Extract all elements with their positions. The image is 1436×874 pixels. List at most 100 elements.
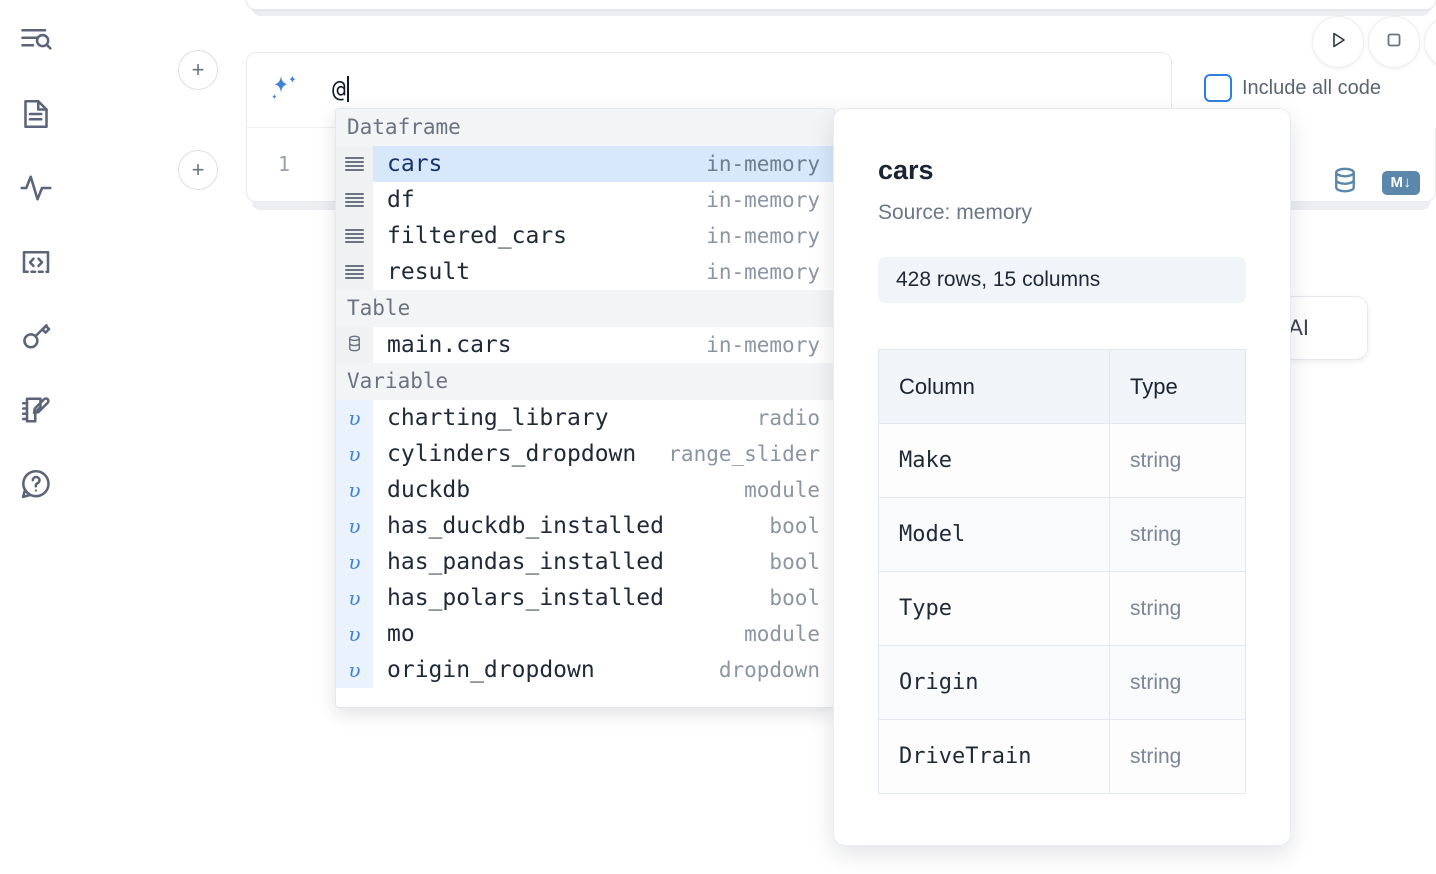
autocomplete-item-type: bool: [769, 514, 820, 538]
sidebar-item-explore[interactable]: [14, 18, 58, 62]
autocomplete-item-label: has_polars_installed: [387, 585, 664, 611]
sidebar-item-scratchpad[interactable]: [14, 388, 58, 432]
autocomplete-item-type: bool: [769, 550, 820, 574]
autocomplete-item-icon: υ: [336, 544, 373, 580]
variable-icon: υ: [348, 478, 361, 502]
sidebar-item-activity[interactable]: [14, 166, 58, 210]
doc-column-name: DriveTrain: [878, 719, 1110, 794]
doc-column-type: string: [1109, 571, 1246, 646]
help-chat-icon: [18, 466, 54, 502]
doc-table-header-row: Column Type: [878, 349, 1246, 424]
doc-column-name: Make: [878, 423, 1110, 498]
sidebar-item-notebook-file[interactable]: [14, 92, 58, 136]
autocomplete-item-label: result: [387, 259, 471, 285]
add-cell-button-top[interactable]: +: [178, 50, 218, 90]
database-icon[interactable]: [1330, 165, 1360, 200]
autocomplete-item-label: filtered_cars: [387, 223, 568, 249]
autocomplete-item-label: charting_library: [387, 405, 609, 431]
sidebar-item-secrets[interactable]: [14, 314, 58, 358]
autocomplete-item-type: in-memory: [706, 188, 820, 212]
doc-column-name: Origin: [878, 645, 1110, 720]
ai-prompt-value: @: [332, 77, 346, 103]
autocomplete-item[interactable]: filtered_cars in-memory: [336, 218, 834, 254]
autocomplete-item-label: mo: [387, 621, 415, 647]
code-icon: [18, 244, 54, 280]
cell-above-shadow: [252, 8, 1430, 16]
variable-icon: υ: [348, 406, 361, 430]
cell-above[interactable]: [246, 0, 1436, 10]
doc-shape-badge: 428 rows, 15 columns: [878, 257, 1246, 303]
doc-column-name: Type: [878, 571, 1110, 646]
more-options-button[interactable]: [1424, 16, 1436, 68]
sidebar-item-help[interactable]: [14, 462, 58, 506]
variable-icon: υ: [348, 622, 361, 646]
autocomplete-item-type: bool: [769, 586, 820, 610]
autocomplete-item-icon: υ: [336, 436, 373, 472]
autocomplete-item[interactable]: υ has_pandas_installed bool: [336, 544, 834, 580]
doc-column-type: string: [1109, 423, 1246, 498]
variable-icon: υ: [348, 514, 361, 538]
include-all-code-checkbox[interactable]: [1204, 74, 1232, 102]
variable-icon: υ: [348, 658, 361, 682]
document-icon: [18, 96, 54, 132]
autocomplete-item-icon: υ: [336, 652, 373, 688]
ai-prompt-input[interactable]: @: [332, 72, 349, 108]
square-stop-icon: [1382, 28, 1406, 57]
run-button[interactable]: [1312, 16, 1364, 68]
key-icon: [18, 318, 54, 354]
sidebar-item-snippets[interactable]: [14, 240, 58, 284]
add-cell-button-bottom[interactable]: +: [178, 150, 218, 190]
stop-button[interactable]: [1368, 16, 1420, 68]
dataframe-icon: [345, 228, 364, 244]
notepad-edit-icon: [18, 392, 54, 428]
autocomplete-item-type: in-memory: [706, 333, 820, 357]
explore-icon: [18, 22, 54, 58]
activity-icon: [18, 170, 54, 206]
autocomplete-item-type: in-memory: [706, 146, 834, 182]
autocomplete-item-icon: [336, 146, 373, 182]
doc-source: Source: memory: [878, 201, 1033, 224]
autocomplete-item-icon: υ: [336, 580, 373, 616]
autocomplete-item[interactable]: υ charting_library radio: [336, 400, 834, 436]
doc-column-type: string: [1109, 497, 1246, 572]
doc-column-type: string: [1109, 719, 1246, 794]
autocomplete-item-type: radio: [756, 406, 820, 430]
autocomplete-item-icon: υ: [336, 616, 373, 652]
autocomplete-item-label: duckdb: [387, 477, 471, 503]
include-all-code-row[interactable]: Include all code: [1204, 74, 1381, 102]
dataframe-icon: [345, 192, 364, 208]
variable-icon: υ: [348, 550, 361, 574]
autocomplete-item-type: in-memory: [706, 224, 820, 248]
doc-column-name: Model: [878, 497, 1110, 572]
autocomplete-item-icon: [336, 254, 373, 290]
variable-icon: υ: [348, 442, 361, 466]
autocomplete-item-icon: υ: [336, 400, 373, 436]
autocomplete-item[interactable]: υ has_polars_installed bool: [336, 580, 834, 616]
sparkles-icon: [266, 72, 302, 108]
autocomplete-section-header: Variable: [336, 363, 834, 400]
autocomplete-section-header: Table: [336, 290, 834, 327]
doc-column-type: string: [1109, 645, 1246, 720]
autocomplete-item-label: has_pandas_installed: [387, 549, 664, 575]
variable-icon: υ: [348, 586, 361, 610]
left-icon-rail: [0, 0, 72, 874]
autocomplete-item-type: dropdown: [718, 658, 820, 682]
markdown-icon[interactable]: M↓: [1382, 170, 1420, 195]
include-all-code-label: Include all code: [1242, 76, 1381, 99]
